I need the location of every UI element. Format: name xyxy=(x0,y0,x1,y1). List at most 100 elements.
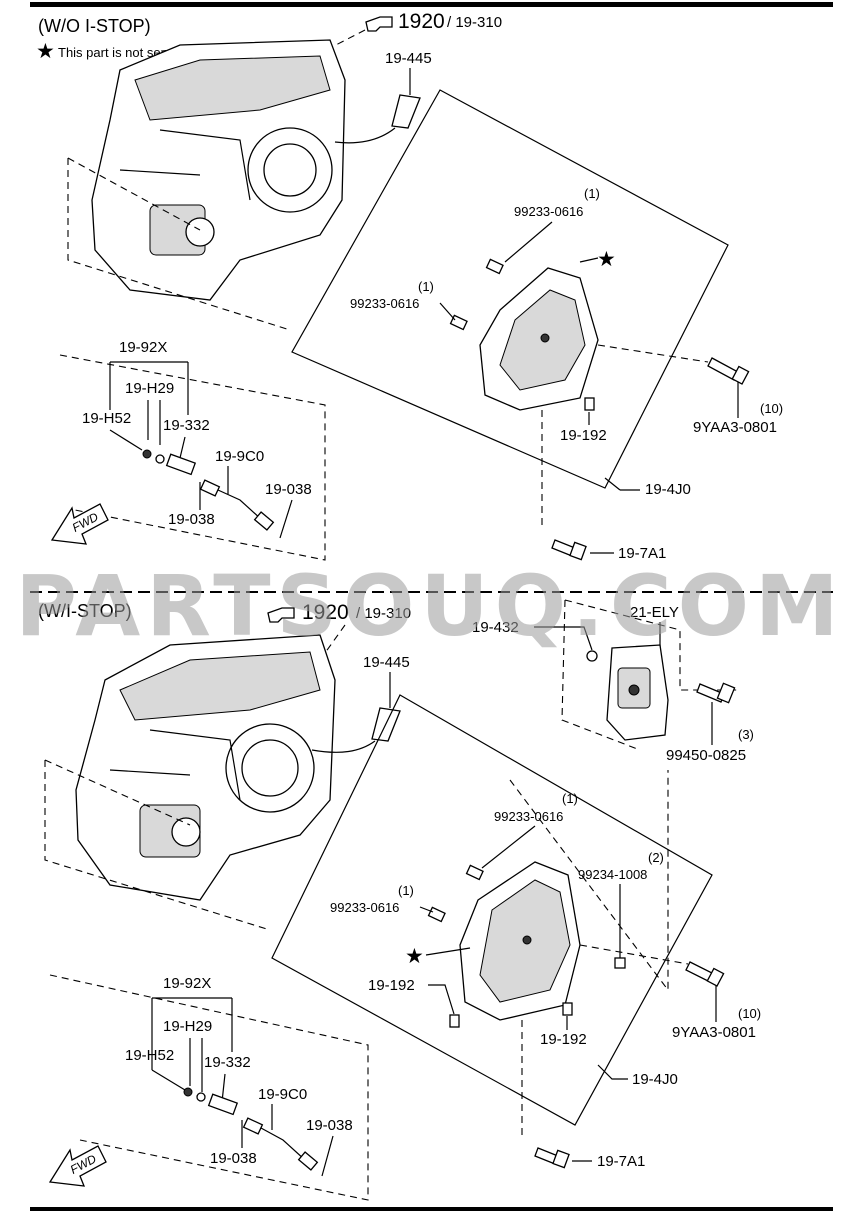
leader-99233-b xyxy=(439,302,456,321)
transmission-case-part[interactable] xyxy=(75,634,336,901)
qty-10: (10) xyxy=(738,1006,761,1021)
label-99233-0616-b[interactable]: 99233-0616 xyxy=(350,296,419,311)
label-99233-0616-a[interactable]: 99233-0616 xyxy=(494,809,563,824)
panel-19-4j0 xyxy=(291,89,729,489)
label-19-332[interactable]: 19-332 xyxy=(204,1054,251,1071)
label-19-4j0[interactable]: 19-4J0 xyxy=(632,1071,678,1088)
sensor-group-outline xyxy=(49,974,369,1201)
leader-19-4j0 xyxy=(597,1064,628,1080)
label-19-332[interactable]: 19-332 xyxy=(163,417,210,434)
qty-10: (10) xyxy=(760,401,783,416)
label-99450-0825[interactable]: 99450-0825 xyxy=(666,747,746,764)
sensor-19-332-part[interactable] xyxy=(142,449,197,476)
label-19-7a1[interactable]: 19-7A1 xyxy=(597,1153,645,1170)
leader-star xyxy=(579,257,599,263)
bolt-99450-0825[interactable] xyxy=(696,682,736,704)
label-9yaa3-0801[interactable]: 9YAA3-0801 xyxy=(672,1024,756,1041)
label-19-192-a[interactable]: 19-192 xyxy=(368,977,415,994)
label-19-4j0[interactable]: 19-4J0 xyxy=(645,481,691,498)
hand-pointer-icon xyxy=(365,16,393,32)
label-19-038-a[interactable]: 19-038 xyxy=(210,1150,257,1167)
qty-1a: (1) xyxy=(584,186,600,201)
sensor-group-outline xyxy=(59,354,326,561)
qty-1a: (1) xyxy=(562,791,578,806)
plug-19-192[interactable] xyxy=(584,397,595,411)
bolt-9yaa3-0801[interactable] xyxy=(685,961,725,987)
leader-star xyxy=(425,947,471,956)
transmission-case-part[interactable] xyxy=(91,39,346,301)
label-19-445[interactable]: 19-445 xyxy=(363,654,410,671)
hand-pointer-icon xyxy=(267,607,295,623)
section-wi-istop: (W/I-STOP) 1920 / 19-310 19-445 19-432 xyxy=(38,599,761,1201)
leader-99233-a xyxy=(504,221,553,263)
tube-19-9c0-part[interactable] xyxy=(199,479,275,531)
pin-99233-a[interactable] xyxy=(485,258,504,275)
bolt-19-7a1[interactable] xyxy=(551,539,587,561)
leader-bolt-10 xyxy=(579,944,689,965)
leader-19-432 xyxy=(534,626,593,651)
dashed-guide-1 xyxy=(44,760,271,931)
qty-1b: (1) xyxy=(418,279,434,294)
plug-19-192-b[interactable] xyxy=(562,1002,573,1016)
ref-main-link[interactable]: 1920 xyxy=(398,10,445,33)
leader-bolt-10 xyxy=(597,344,709,363)
ref-main-link[interactable]: 1920 xyxy=(302,601,349,624)
label-19-7a1[interactable]: 19-7A1 xyxy=(618,545,666,562)
label-19-h52[interactable]: 19-H52 xyxy=(82,410,131,427)
qty-1b: (1) xyxy=(398,883,414,898)
label-19-038-b[interactable]: 19-038 xyxy=(306,1117,353,1134)
label-21-ely[interactable]: 21-ELY xyxy=(630,604,679,621)
harness-19-445-part[interactable] xyxy=(334,94,421,144)
ref-sub: / 19-310 xyxy=(356,605,411,622)
top-border xyxy=(30,2,833,7)
dashed-guide-2 xyxy=(67,157,201,231)
leader-19-h52 xyxy=(151,1069,186,1091)
pin-99233-a[interactable] xyxy=(465,864,484,881)
valve-cover-part[interactable] xyxy=(479,267,599,411)
leader-19-4j0-a xyxy=(604,477,621,491)
leader-19-h52 xyxy=(109,429,143,451)
bolt-19-7a1[interactable] xyxy=(534,1147,570,1169)
not-serviced-star-icon: ★ xyxy=(405,945,424,968)
part-19-432[interactable] xyxy=(586,650,598,662)
star-icon: ★ xyxy=(36,40,55,63)
leader-19-038-b xyxy=(279,499,293,539)
label-19-432[interactable]: 19-432 xyxy=(472,619,519,636)
bottom-border xyxy=(30,1207,833,1211)
label-19-9c0[interactable]: 19-9C0 xyxy=(258,1086,307,1103)
valve-cover-part[interactable] xyxy=(459,861,581,1021)
leader-19-h29 xyxy=(147,400,161,445)
label-99233-0616-b[interactable]: 99233-0616 xyxy=(330,900,399,915)
label-19-192-b[interactable]: 19-192 xyxy=(540,1031,587,1048)
part-99234-1008[interactable] xyxy=(614,957,626,969)
bolt-9yaa3-0801[interactable] xyxy=(707,357,750,385)
plug-19-192-a[interactable] xyxy=(449,1014,460,1028)
tube-19-9c0-part[interactable] xyxy=(242,1117,319,1171)
label-19-9c0[interactable]: 19-9C0 xyxy=(215,448,264,465)
label-19-h29[interactable]: 19-H29 xyxy=(125,380,174,397)
label-19-92x[interactable]: 19-92X xyxy=(119,339,167,356)
watermark: PARTSOUQ.COM xyxy=(15,557,844,655)
bracket-21-ely-part[interactable] xyxy=(606,644,669,741)
label-99234-1008[interactable]: 99234-1008 xyxy=(578,867,647,882)
pin-99233-b[interactable] xyxy=(427,906,446,923)
label-99233-0616-a[interactable]: 99233-0616 xyxy=(514,204,583,219)
dashed-guide-2 xyxy=(44,759,191,826)
label-19-192[interactable]: 19-192 xyxy=(560,427,607,444)
label-19-h29[interactable]: 19-H29 xyxy=(163,1018,212,1035)
label-19-445[interactable]: 19-445 xyxy=(385,50,432,67)
label-9yaa3-0801[interactable]: 9YAA3-0801 xyxy=(693,419,777,436)
leader-19-332 xyxy=(179,436,186,459)
qty-3: (3) xyxy=(738,727,754,742)
label-19-92x[interactable]: 19-92X xyxy=(163,975,211,992)
section-title: (W/I-STOP) xyxy=(38,601,132,621)
label-19-038-a[interactable]: 19-038 xyxy=(168,511,215,528)
leader-19-h29 xyxy=(189,1038,203,1092)
label-19-038-b[interactable]: 19-038 xyxy=(265,481,312,498)
ref-sub: / 19-310 xyxy=(447,14,502,31)
label-19-h52[interactable]: 19-H52 xyxy=(125,1047,174,1064)
not-serviced-star-icon: ★ xyxy=(597,248,616,271)
leader-19-192-a xyxy=(428,984,455,1015)
sensor-19-332-part[interactable] xyxy=(183,1087,239,1116)
